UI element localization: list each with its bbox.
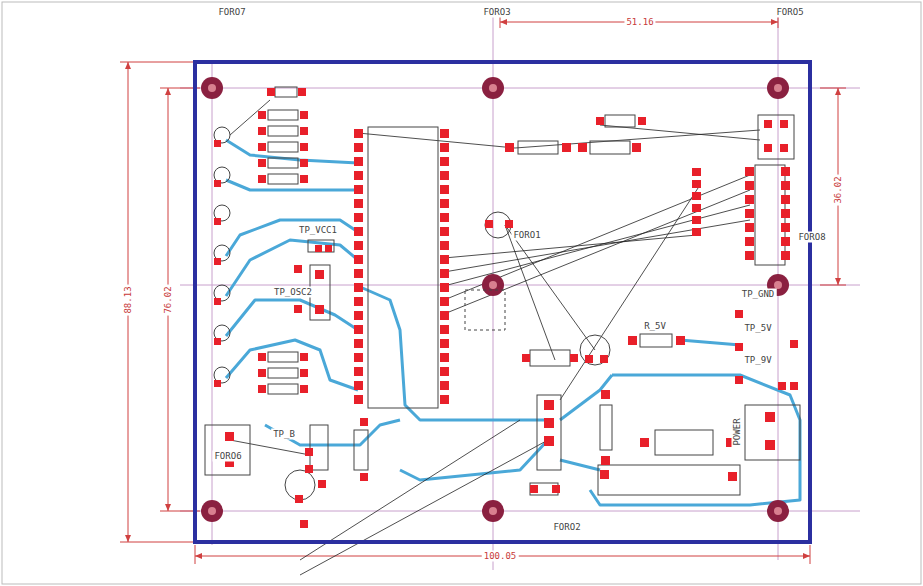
dimension-label: 51.16 [624, 17, 655, 28]
pcb-label: FORO5 [774, 7, 805, 18]
pcb-label: FORO1 [511, 230, 542, 241]
pcb-label: TP_GND [740, 289, 777, 300]
pcb-label: TP_5V [742, 323, 773, 334]
pcb-label: FORO7 [216, 7, 247, 18]
dimension-label: 36.02 [833, 174, 844, 205]
pcb-label: TP_9V [742, 355, 773, 366]
pcb-label: FORO3 [481, 7, 512, 18]
pcb-label: R_5V [642, 321, 668, 332]
pcb-label: POWER [732, 416, 743, 447]
dimension-label: 100.05 [482, 551, 519, 562]
dimension-label: 88.13 [123, 284, 134, 315]
pcb-label: TP_VCC1 [297, 225, 339, 236]
pcb-label: FORO6 [212, 451, 243, 462]
dimension-label: 76.02 [163, 284, 174, 315]
pcb-label: FORO8 [796, 232, 827, 243]
pcb-label: TP_B [271, 429, 297, 440]
pcb-label: TP_OSC2 [272, 287, 314, 298]
pcb-label: FORO2 [551, 522, 582, 533]
